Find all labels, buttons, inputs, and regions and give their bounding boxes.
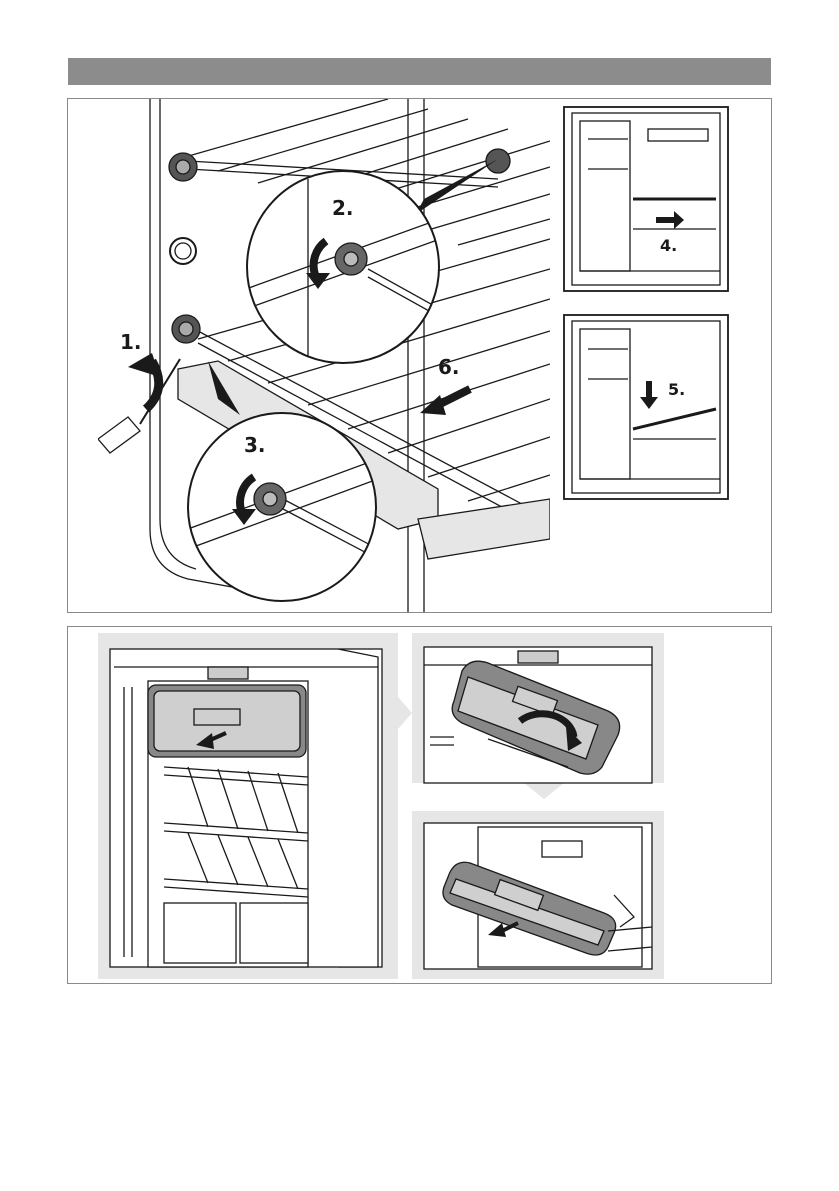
step-label-2: 2. xyxy=(332,196,354,220)
step-6-arrow: 6. xyxy=(420,355,470,415)
connector-chevron-down xyxy=(524,783,564,799)
shelf-knob-lower xyxy=(172,315,200,343)
step-label-6: 6. xyxy=(438,355,460,379)
step-label-4: 4. xyxy=(660,236,677,255)
detail-magnifier-3: 3. xyxy=(188,413,378,601)
fridge-view-step-4: 4. xyxy=(564,107,728,291)
fridge-view-step-5: 5. xyxy=(564,315,728,499)
panel-view-c xyxy=(424,823,652,969)
panel-view-a xyxy=(110,649,382,967)
detail-magnifier-2: 2. xyxy=(246,171,440,369)
screwdriver xyxy=(98,359,180,453)
panel-view-b xyxy=(424,647,652,783)
step-label-1: 1. xyxy=(120,330,142,354)
step-label-3: 3. xyxy=(244,433,266,457)
step-1-arrow: 1. xyxy=(120,330,160,409)
figure-panel-removal-illustration xyxy=(68,627,771,983)
figure-shelf-removal-illustration: 2. 3. 1. 6. xyxy=(68,99,771,612)
step-label-5: 5. xyxy=(668,380,685,399)
section-header-bar xyxy=(68,58,771,85)
connector-chevron-right xyxy=(398,697,412,729)
shelf-knob-upper xyxy=(169,153,197,181)
